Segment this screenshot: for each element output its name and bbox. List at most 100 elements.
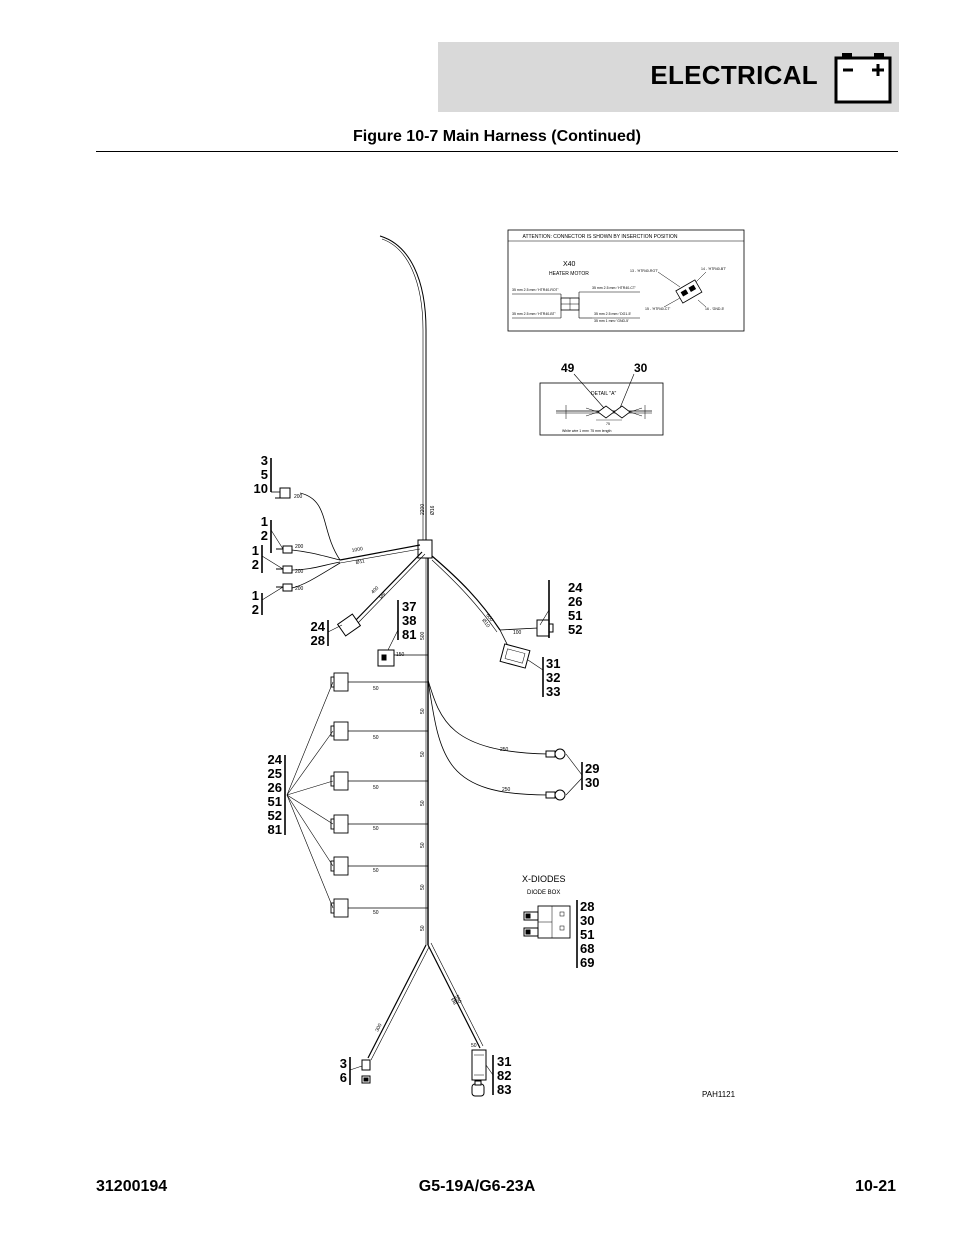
callout: 2: [252, 602, 259, 617]
connector-1-2-b: [282, 565, 293, 574]
x40-pin-note: 15 - 'HTR40-CT': [645, 307, 671, 311]
callout: 1: [252, 543, 259, 558]
dim-label: 2200: [420, 504, 426, 515]
branch-lower-right: [427, 944, 481, 1049]
callout: 32: [546, 670, 560, 685]
dim-label: 50: [471, 1043, 477, 1049]
x40-wire-note: 35 mm 2.5 mm² 'DG1-5': [594, 312, 631, 316]
detail-callout-left: 49: [561, 361, 575, 375]
dim-label: 50: [373, 785, 379, 791]
dim-label: 400: [370, 585, 380, 595]
ring-terminal-29: [554, 748, 566, 760]
callout: 3: [340, 1056, 347, 1071]
callout: 52: [568, 622, 582, 637]
dim-label: 1000: [351, 546, 363, 554]
diode-box-sublabel: DIODE BOX: [527, 890, 560, 896]
dim-label: 250: [502, 787, 511, 793]
wire-1-2-a: [291, 549, 341, 561]
footer-doc-number: 31200194: [96, 1178, 168, 1195]
dim-label: 200: [295, 586, 304, 592]
dim-label: 50: [373, 686, 379, 692]
callout: 5: [261, 467, 268, 482]
section-title: ELECTRICAL: [650, 60, 818, 90]
x40-connector-pinout: [675, 279, 703, 304]
dim-label: Ø16: [430, 505, 436, 515]
callout-ticks: [261, 529, 550, 1076]
callout: 25: [268, 766, 282, 781]
wire-ring-30: [427, 679, 549, 796]
dim-label: 50: [420, 708, 426, 714]
callout: 81: [402, 627, 416, 642]
dim-label: Ø10: [480, 618, 490, 629]
dimension-labels: 200 200 200 200 1000 Ø11 2200 Ø16 400 Ø9…: [294, 494, 522, 1049]
dim-label: 600: [484, 613, 494, 623]
dim-label: 200: [295, 544, 304, 550]
callout: 28: [580, 899, 594, 914]
callout: 3: [261, 453, 268, 468]
x40-pin-note: 14 - 'HTR40-BT': [701, 267, 726, 271]
ring-terminal-30: [554, 789, 566, 801]
callout-numbers: 3 5 10 1 2 1 2 1 2 24 28 37 38 81 24 26 …: [252, 453, 600, 1097]
battery-icon: [834, 53, 892, 104]
dim-label: Ø9: [378, 591, 387, 600]
dim-label: 50: [373, 868, 379, 874]
detail-dim: 75: [606, 422, 610, 426]
callout: 51: [268, 794, 282, 809]
multi-connector-group: [330, 672, 349, 918]
callout: 24: [311, 619, 326, 634]
callout: 2: [252, 557, 259, 572]
dim-label: 50: [420, 751, 426, 757]
footer-model: G5-19A/G6-23A: [418, 1178, 536, 1195]
detail-title: DETAIL "A": [591, 391, 616, 397]
dim-label: 50: [373, 735, 379, 741]
wire-ring-29: [427, 679, 549, 755]
dim-label: 300: [374, 1023, 383, 1033]
dim-label: 50: [373, 910, 379, 916]
callout: 33: [546, 684, 560, 699]
callout: 51: [568, 608, 582, 623]
x40-wire-note: 35 mm 2.5 mm² 'HTR40-ROT': [512, 288, 559, 292]
figure-title: Figure 10-7 Main Harness (Continued): [352, 128, 642, 145]
figure-code: PAH1121: [702, 1090, 736, 1099]
dim-label: 200: [295, 569, 304, 575]
branch-right: [431, 555, 501, 631]
connector-31-82-83: [471, 1049, 487, 1081]
diode-box: [523, 905, 571, 939]
callout-brackets: [261, 458, 583, 1095]
branch-24-28: [353, 551, 423, 623]
callout: 37: [402, 599, 416, 614]
callout: 2: [261, 528, 268, 543]
dim-label: 50: [373, 826, 379, 832]
dim-label: 250: [500, 747, 509, 753]
x40-attention: ATTENTION: CONNECTOR IS SHOWN BY INSERCT…: [522, 234, 677, 240]
diode-box-label: X-DIODES: [522, 874, 566, 884]
callout: 29: [585, 761, 599, 776]
detail-callout-right: 30: [634, 361, 648, 375]
connector-24-26-51-52: [536, 619, 550, 637]
callout: 82: [497, 1068, 511, 1083]
branch-connector-row: [348, 681, 428, 909]
detail-a-inset: [539, 373, 664, 436]
callout: 1: [261, 514, 268, 529]
callout: 24: [568, 580, 583, 595]
section-header: ELECTRICAL: [438, 42, 899, 112]
wire-1-2-b: [291, 561, 341, 571]
callout: 31: [497, 1054, 511, 1069]
callout: 30: [585, 775, 599, 790]
dim-label: 50: [420, 925, 426, 931]
footer-page-number: 10-21: [855, 1178, 896, 1195]
dim-label: Ø11: [355, 558, 365, 566]
callout: 26: [568, 594, 582, 609]
callout: 24: [268, 752, 283, 767]
callout: 26: [268, 780, 282, 795]
callout: 30: [580, 913, 594, 928]
callout: 68: [580, 941, 594, 956]
detail-note: White wire 1 mm² 75 mm length: [562, 429, 611, 433]
x40-label: X40: [563, 261, 576, 268]
callout: 52: [268, 808, 282, 823]
connector-24-28: [336, 613, 362, 637]
dim-label: 150: [396, 652, 405, 658]
wire-3-5-10: [299, 492, 341, 561]
wire-1-2-c: [291, 562, 341, 589]
